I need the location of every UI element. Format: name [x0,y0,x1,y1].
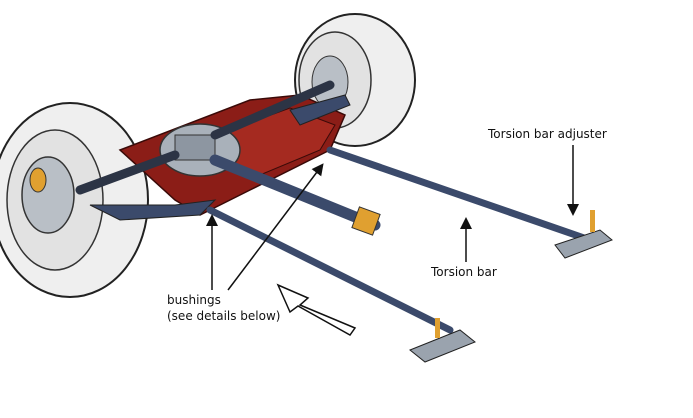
half-shafts [75,80,335,195]
torsion-bars [206,146,594,334]
torsion-bar-label: Torsion bar [431,265,497,279]
torsion-bar-adjuster-right [554,210,613,259]
callout-arrows [206,145,579,291]
control-arms [89,94,351,221]
direction-arrow-icon [276,283,357,336]
bushings-details-label: (see details below) [167,309,281,323]
torsion-bar-adjuster-left [409,318,476,363]
driveshaft [209,154,381,236]
left-wheel [0,102,149,298]
torsion-bar-adjuster-label: Torsion bar adjuster [488,127,607,141]
bushings-label: bushings [167,293,221,307]
